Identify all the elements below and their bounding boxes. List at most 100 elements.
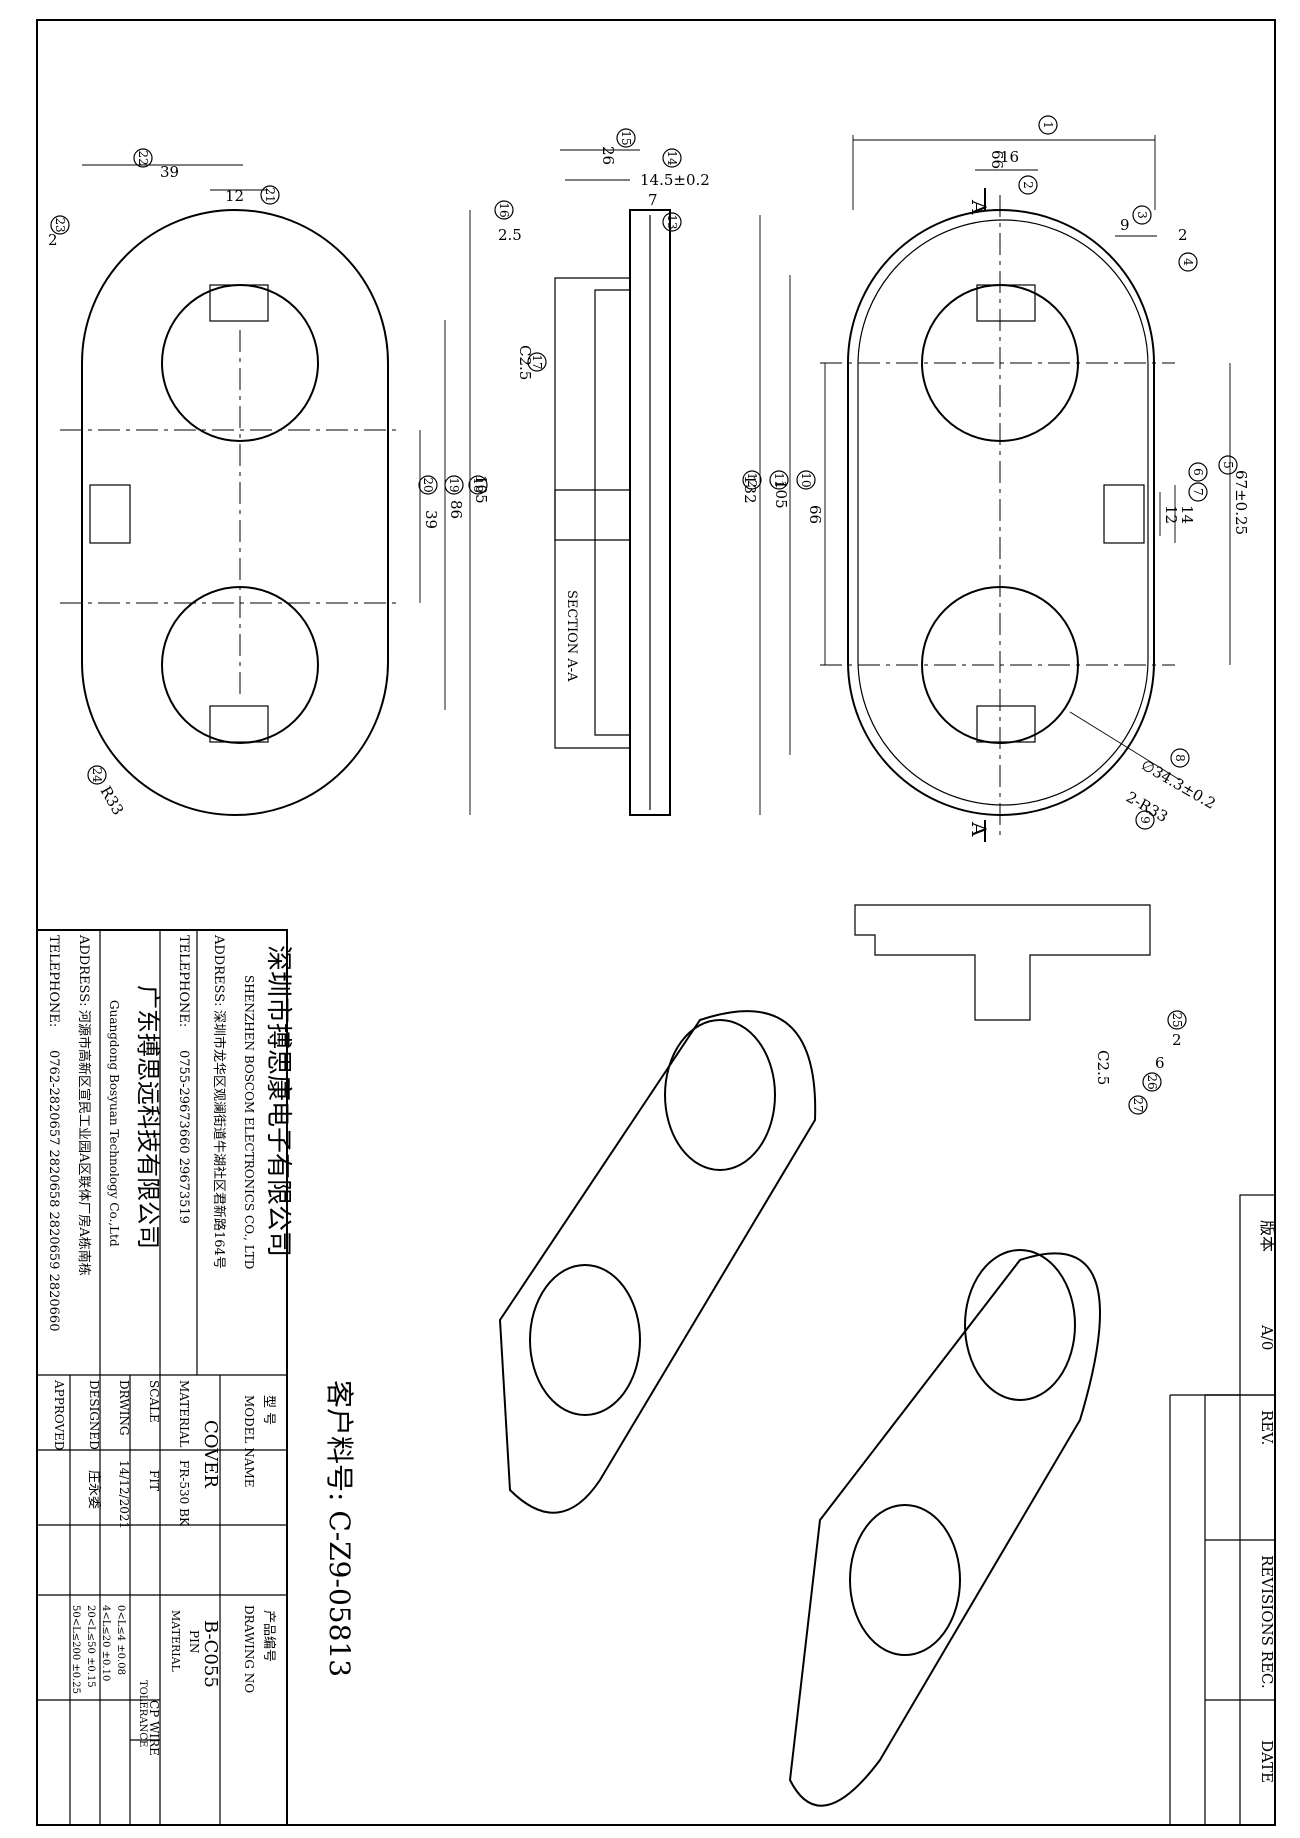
balloon-markers: 1234567891011121314151617181920212223242… [50,115,1238,1115]
dim-26: 26 [599,146,617,165]
dim-39-top: 39 [160,163,179,181]
company1-telephone: 0755-29673660 29673519 [176,1050,191,1224]
model-name-cn: 型 号 [261,1395,276,1425]
balloon-18 [468,475,488,495]
balloon-2 [1018,175,1038,195]
dim-14: 14 [1178,505,1196,524]
company2-telephone: 0762-2820657 2820658 2820659 2820660 [46,1050,61,1331]
balloon-16 [494,200,514,220]
dim-67: 67±0.25 [1232,470,1250,535]
title-block: 深圳市搏思康电子有限公司 SHENZHEN BOSCOM ELECTRONICS… [36,929,356,1826]
balloon-label-2: 2 [1021,181,1035,189]
model-name-value: COVER [200,1420,221,1488]
balloon-21 [260,185,280,205]
dim-9: 9 [1120,216,1130,234]
balloon-label-19: 19 [447,477,461,492]
balloon-label-4: 4 [1181,258,1195,266]
tolerance-3: 20<L≤50 ±0.15 [85,1605,96,1688]
company2-telephone-label: TELEPHONE: [46,935,61,1027]
dim-c2-5-section: C2.5 [516,345,534,380]
section-side-tab [554,489,631,541]
balloon-label-10: 10 [799,472,813,487]
company2-name-cn: 广东搏思远科技有限公司 [134,985,162,1249]
dim-105-right: 105 [772,480,790,509]
drawing-no-cn: 产品编号 [261,1610,276,1662]
balloon-label-16: 16 [497,202,511,217]
balloon-4 [1178,252,1198,272]
drawing-no-value: B-C055 [200,1620,221,1688]
iso-lower-hole-1 [964,1249,1076,1401]
title-block-frame [36,929,288,1826]
left-lower-tab [209,705,269,743]
section-body [554,277,631,749]
balloon-label-12: 12 [745,472,759,487]
dim-r33-left: R33 [97,783,128,818]
balloon-label-5: 5 [1221,461,1235,469]
balloon-11 [769,470,789,490]
balloon-label-23: 23 [53,217,67,232]
balloon-25 [1167,1010,1187,1030]
balloon-label-13: 13 [665,214,679,229]
dim-12-left: 12 [225,187,244,205]
drwing-label: DRWING [117,1380,131,1436]
section-label-a-top: A [967,199,991,215]
left-outer-outline [81,209,389,816]
balloon-label-6: 6 [1191,468,1205,476]
balloon-13 [662,212,682,232]
balloon-label-17: 17 [530,354,544,369]
section-label-a-bottom: A [967,821,991,837]
tolerance-1: 0<L≤4 ±0.08 [115,1605,126,1675]
balloon-label-21: 21 [263,187,277,202]
company1-telephone-label: TELEPHONE: [176,935,191,1027]
tolerance-4: 50<L≤200 ±0.25 [70,1605,81,1694]
company2-address: 河源市高新区宣民工业园A区联体厂房A栋南栋 [76,1010,92,1276]
balloon-17 [527,352,547,372]
revision-version-cn: 版本 [1258,1220,1277,1252]
balloon-24 [87,765,107,785]
drawing-no-label: DRAWING NO [242,1605,256,1693]
balloon-15 [616,128,636,148]
customer-part-number: 客户料号: C-Z9-05813 [323,1380,356,1677]
section-view: 26 14.5±0.2 7 2.5 C2.5 SECTION A-A [498,146,710,816]
dim-c2-5-detail: C2.5 [1094,1050,1112,1085]
side-tab [1103,484,1145,544]
balloon-22 [133,148,153,168]
dim-105-left: 105 [472,475,490,504]
section-plate [629,209,671,816]
date-value: 14/12/2021 [117,1460,131,1529]
revision-date-label: DATE [1258,1740,1276,1783]
balloon-label-25: 25 [1170,1012,1184,1027]
balloon-3 [1132,205,1152,225]
balloon-label-22: 22 [136,150,150,165]
dim-2-left: 2 [48,231,58,249]
balloon-label-11: 11 [772,472,786,487]
section-label: SECTION A-A [564,590,579,682]
iso-upper-hole-1 [664,1019,776,1171]
iso-upper-hole-2 [529,1264,641,1416]
tolerance-2: 4<L≤20 ±0.10 [100,1605,111,1681]
material-label: MATERIAL [177,1380,191,1448]
dim-6-detail: 6 [1155,1054,1165,1072]
balloon-8 [1170,748,1190,768]
balloon-label-15: 15 [619,130,633,145]
balloon-7 [1188,482,1208,502]
balloon-27 [1128,1095,1148,1115]
dim-2-5: 2.5 [498,226,522,244]
revision-version: A/0 [1258,1324,1276,1350]
balloon-19 [444,475,464,495]
upper-tab [976,284,1036,322]
material-value: FR-530 BK [177,1460,191,1527]
balloon-6 [1188,462,1208,482]
sheet-border [36,19,1276,1826]
pin-material-label: MATERIAL [169,1610,182,1673]
balloon-label-3: 3 [1135,211,1149,219]
balloon-label-8: 8 [1173,754,1187,762]
balloon-label-24: 24 [90,767,104,783]
dim-86: 86 [447,500,465,519]
company1-address-label: ADDRESS: [211,934,226,1006]
iso-lower-hole-2 [849,1504,961,1656]
balloon-1 [1038,115,1058,135]
iso-part-upper [498,1010,817,1514]
dim-7: 7 [648,191,658,209]
dim-14-5: 14.5±0.2 [640,171,710,189]
